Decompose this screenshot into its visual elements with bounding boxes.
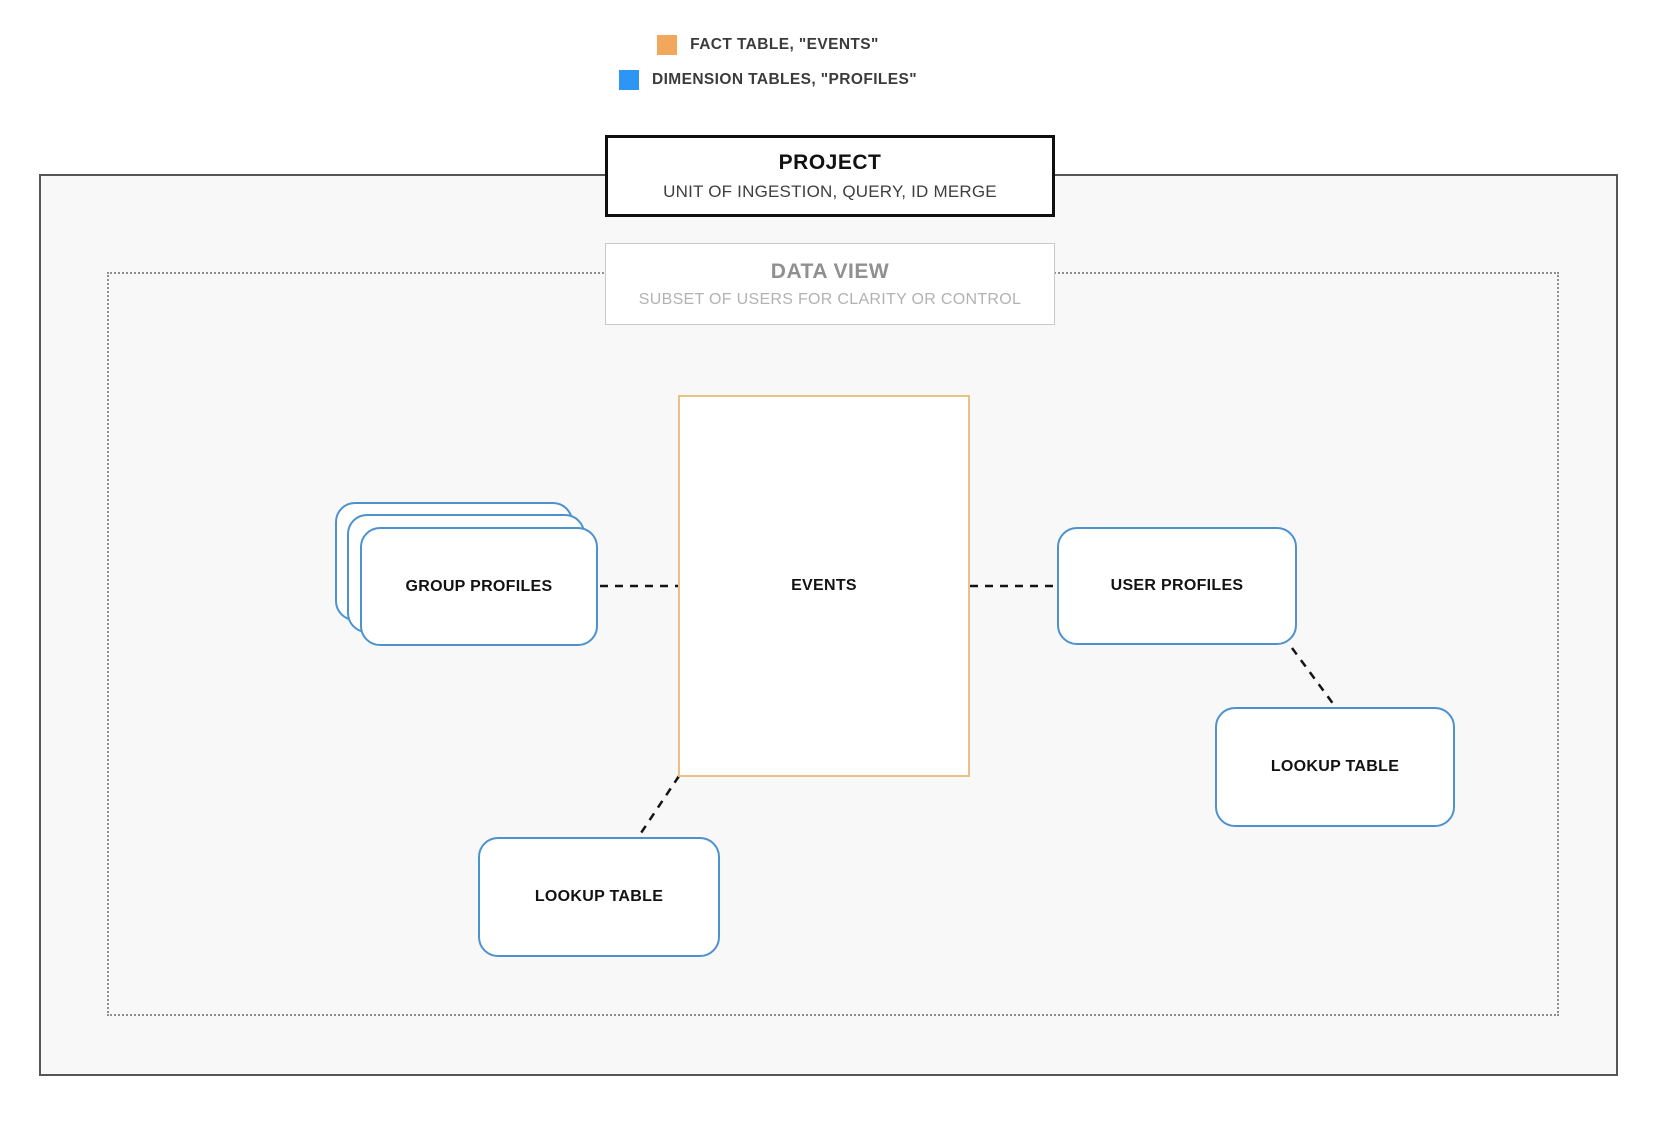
project-header-box: PROJECT UNIT OF INGESTION, QUERY, ID MER… — [605, 135, 1055, 217]
node-lookup-table-right: LOOKUP TABLE — [1215, 707, 1455, 827]
legend-label-dimension-tables: DIMENSION TABLES, "PROFILES" — [651, 71, 918, 88]
node-events-label: EVENTS — [791, 577, 857, 594]
project-title: PROJECT — [778, 150, 882, 174]
legend: FACT TABLE, "EVENTS" DIMENSION TABLES, "… — [618, 31, 918, 94]
fact-table-color-swatch-icon — [657, 35, 678, 55]
dimension-tables-color-swatch-icon — [618, 70, 639, 90]
node-group-profiles: GROUP PROFILES — [360, 527, 598, 646]
node-events: EVENTS — [678, 395, 970, 777]
data-view-header-box: DATA VIEW SUBSET OF USERS FOR CLARITY OR… — [605, 243, 1055, 325]
node-user-profiles-label: USER PROFILES — [1110, 577, 1244, 594]
node-lookup-table-bottom-label: LOOKUP TABLE — [534, 888, 664, 905]
legend-item-fact-table: FACT TABLE, "EVENTS" — [657, 31, 879, 59]
node-lookup-table-right-label: LOOKUP TABLE — [1270, 758, 1400, 775]
legend-item-dimension-tables: DIMENSION TABLES, "PROFILES" — [618, 66, 918, 94]
legend-label-fact-table: FACT TABLE, "EVENTS" — [690, 36, 879, 53]
data-view-subtitle: SUBSET OF USERS FOR CLARITY OR CONTROL — [638, 290, 1022, 308]
node-group-profiles-label: GROUP PROFILES — [405, 577, 553, 595]
node-lookup-table-bottom: LOOKUP TABLE — [478, 837, 720, 957]
node-user-profiles: USER PROFILES — [1057, 527, 1297, 645]
data-view-title: DATA VIEW — [770, 259, 890, 283]
project-subtitle: UNIT OF INGESTION, QUERY, ID MERGE — [663, 181, 997, 201]
